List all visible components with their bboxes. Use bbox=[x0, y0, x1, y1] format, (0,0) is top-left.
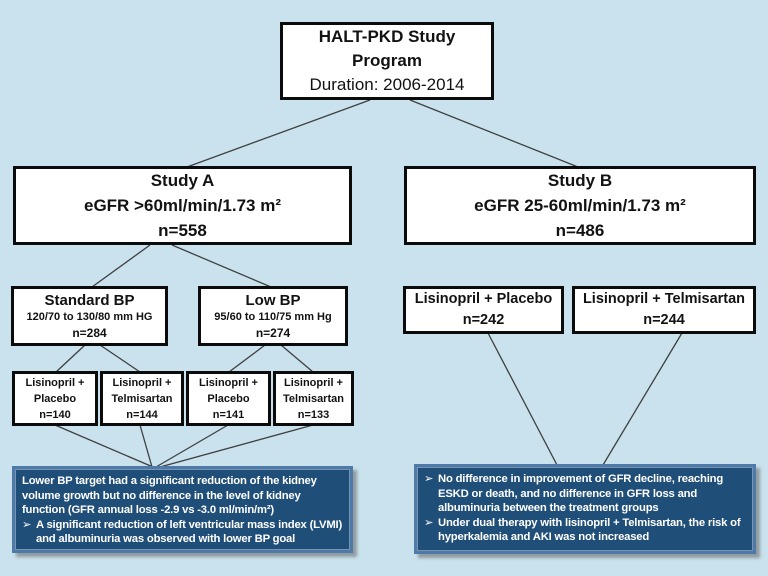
study-a-arm-2-drug1: Lisinopril + bbox=[112, 376, 172, 389]
connector-low-bp-to-arm-3 bbox=[228, 344, 266, 373]
node-study-a-arm-3: Lisinopril + Placebo n=141 bbox=[186, 371, 271, 426]
node-study-a-arm-2: Lisinopril + Telmisartan n=144 bbox=[100, 371, 184, 426]
findings-study-b: ➢ No difference in improvement of GFR de… bbox=[414, 464, 756, 554]
study-b-title: Study B bbox=[547, 171, 613, 190]
program-title-line1: HALT-PKD Study bbox=[318, 27, 456, 46]
study-a-arm-1-n: n=140 bbox=[39, 408, 71, 421]
study-a-arm-1-drug2: Placebo bbox=[33, 392, 77, 405]
findings-study-b-bullet-2-text: Under dual therapy with lisinopril + Tel… bbox=[438, 516, 741, 544]
connector-arm-1-to-findings-a bbox=[54, 424, 154, 468]
standard-bp-range: 120/70 to 130/80 mm HG bbox=[26, 311, 153, 323]
low-bp-title: Low BP bbox=[245, 292, 301, 309]
low-bp-range: 95/60 to 110/75 mm Hg bbox=[214, 311, 332, 323]
findings-study-a-bullet-1-text: A significant reduction of left ventricu… bbox=[36, 518, 343, 546]
node-standard-bp: Standard BP 120/70 to 130/80 mm HG n=284 bbox=[11, 286, 168, 346]
study-a-arm-4-n: n=133 bbox=[297, 408, 330, 421]
connector-low-bp-to-arm-4 bbox=[280, 344, 314, 373]
bullet-arrow-icon: ➢ bbox=[424, 516, 434, 529]
node-low-bp: Low BP 95/60 to 110/75 mm Hg n=274 bbox=[198, 286, 348, 346]
node-study-a: Study A eGFR >60ml/min/1.73 m² n=558 bbox=[13, 166, 352, 245]
node-halt-pkd-program: HALT-PKD Study Program Duration: 2006-20… bbox=[280, 22, 494, 100]
program-duration: Duration: 2006-2014 bbox=[309, 75, 465, 94]
findings-study-a-intro: Lower BP target had a significant reduct… bbox=[22, 475, 317, 517]
node-study-b-arm-placebo: Lisinopril + Placebo n=242 bbox=[403, 286, 564, 334]
connector-standard-bp-to-arm-2 bbox=[99, 344, 141, 373]
connector-study-a-to-low-bp bbox=[171, 244, 272, 288]
bullet-arrow-icon: ➢ bbox=[424, 473, 434, 485]
study-a-arm-2-drug2: Telmisartan bbox=[111, 392, 173, 405]
study-a-arm-4-drug1: Lisinopril + bbox=[284, 376, 343, 389]
study-a-arm-3-drug2: Placebo bbox=[207, 392, 250, 405]
program-title-line2: Program bbox=[352, 51, 422, 70]
study-a-arm-3-n: n=141 bbox=[212, 408, 245, 421]
findings-study-b-bullet-1: ➢ No difference in improvement of GFR de… bbox=[424, 472, 746, 516]
study-b-arm-telmisartan-label: Lisinopril + Telmisartan bbox=[582, 291, 746, 307]
node-study-a-arm-4: Lisinopril + Telmisartan n=133 bbox=[273, 371, 354, 426]
study-a-criteria: eGFR >60ml/min/1.73 m² bbox=[84, 196, 281, 215]
study-a-arm-2-n: n=144 bbox=[126, 408, 158, 421]
connector-standard-bp-to-arm-1 bbox=[55, 344, 86, 373]
findings-study-a-bullet-1: ➢ A significant reduction of left ventri… bbox=[22, 518, 343, 547]
connector-study-a-to-standard-bp bbox=[91, 244, 151, 288]
connector-program-to-study-a bbox=[186, 99, 371, 168]
study-a-arm-3-drug1: Lisinopril + bbox=[199, 376, 258, 389]
study-b-criteria: eGFR 25-60ml/min/1.73 m² bbox=[474, 196, 686, 215]
standard-bp-n: n=284 bbox=[72, 326, 107, 340]
connector-arm-2-to-findings-a bbox=[139, 424, 153, 468]
node-study-b: Study B eGFR 25-60ml/min/1.73 m² n=486 bbox=[404, 166, 756, 245]
study-b-arm-telmisartan-n: n=244 bbox=[643, 312, 685, 328]
study-a-n: n=558 bbox=[158, 221, 207, 240]
study-b-arm-placebo-n: n=242 bbox=[462, 312, 505, 328]
bullet-arrow-icon: ➢ bbox=[22, 518, 32, 531]
connector-sb-arm-1-to-findings-b bbox=[487, 332, 558, 466]
findings-study-b-bullet-1-text: No difference in improvement of GFR decl… bbox=[438, 473, 724, 515]
study-a-arm-1-drug1: Lisinopril + bbox=[25, 376, 85, 389]
study-b-arm-placebo-label: Lisinopril + Placebo bbox=[414, 291, 553, 307]
standard-bp-title: Standard BP bbox=[44, 292, 135, 309]
connector-arm-4-to-findings-a bbox=[159, 424, 314, 468]
connector-arm-3-to-findings-a bbox=[155, 424, 229, 468]
connector-program-to-study-b bbox=[409, 99, 579, 168]
low-bp-n: n=274 bbox=[255, 326, 291, 340]
study-b-n: n=486 bbox=[555, 221, 605, 240]
connector-sb-arm-2-to-findings-b bbox=[602, 332, 683, 466]
node-study-b-arm-telmisartan: Lisinopril + Telmisartan n=244 bbox=[572, 286, 756, 334]
study-a-arm-4-drug2: Telmisartan bbox=[283, 392, 344, 405]
study-a-title: Study A bbox=[150, 171, 215, 190]
node-study-a-arm-1: Lisinopril + Placebo n=140 bbox=[12, 371, 98, 426]
findings-study-a: Lower BP target had a significant reduct… bbox=[12, 466, 353, 553]
findings-study-b-bullet-2: ➢ Under dual therapy with lisinopril + T… bbox=[424, 516, 746, 545]
